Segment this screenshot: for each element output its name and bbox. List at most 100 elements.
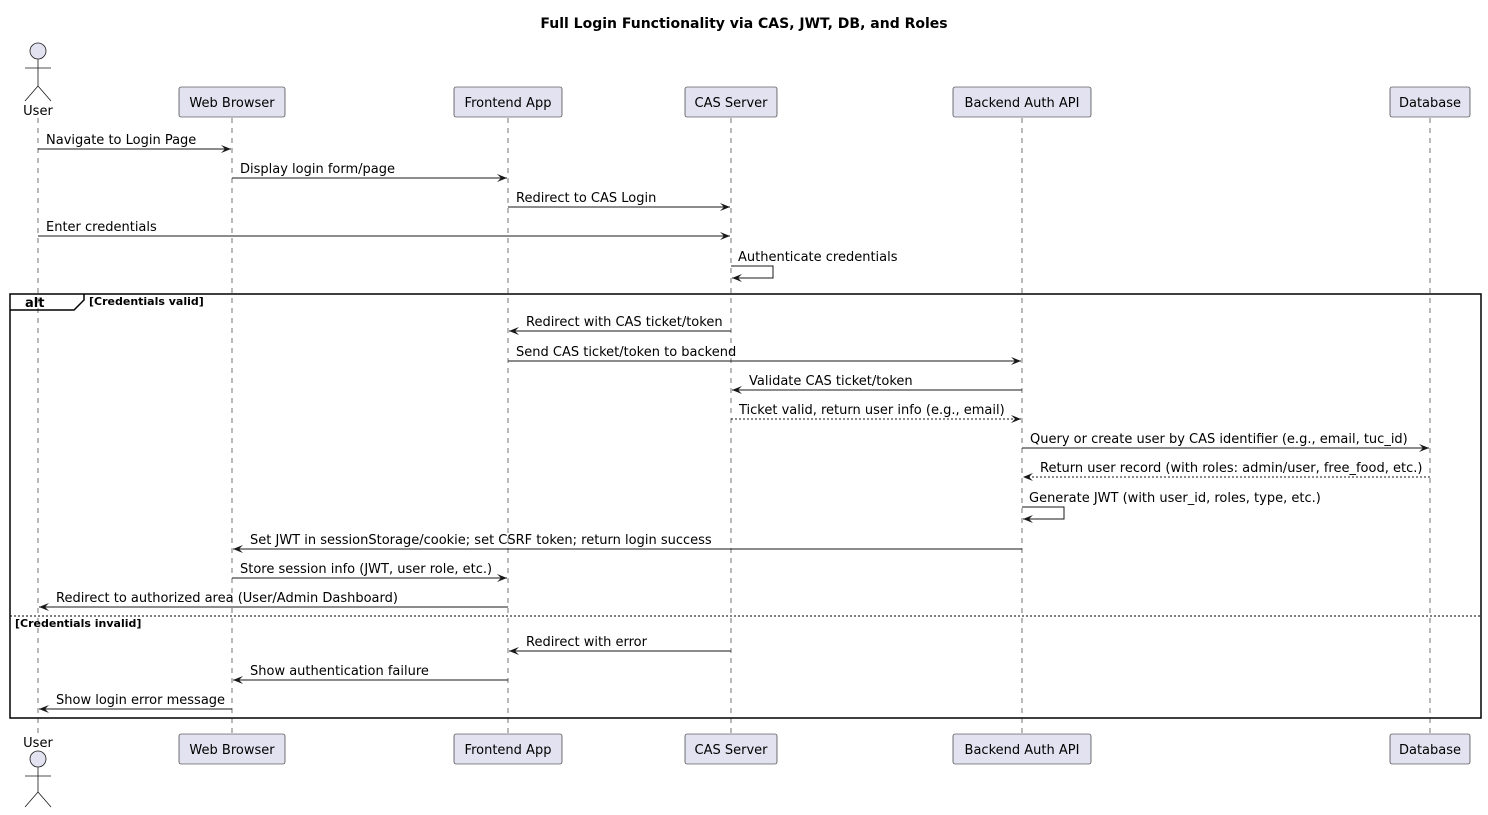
participant-browser-bottom: Web Browser	[178, 733, 286, 765]
self-message-line	[731, 265, 774, 279]
participant-cas-bottom: CAS Server	[684, 733, 778, 765]
message-7: Send CAS ticket/token to backend	[508, 345, 1021, 365]
participant-label-cas: CAS Server	[695, 96, 769, 111]
message-2: Display login form/page	[232, 162, 507, 182]
message-label: Set JWT in sessionStorage/cookie; set CS…	[250, 533, 712, 548]
message-18: Show login error message	[39, 693, 232, 713]
message-label: Generate JWT (with user_id, roles, type,…	[1029, 491, 1321, 506]
alt-tab	[10, 294, 85, 311]
participant-label-browser: Web Browser	[189, 743, 275, 758]
arrowhead-icon	[720, 232, 730, 240]
alt-guard-valid: [Credentials valid]	[89, 295, 204, 308]
alt-keyword: alt	[25, 296, 44, 311]
actor-leg-icon	[24, 85, 39, 102]
message-label: Send CAS ticket/token to backend	[516, 345, 736, 360]
message-label: Navigate to Login Page	[46, 133, 196, 148]
participant-label-db: Database	[1399, 743, 1461, 758]
message-8: Validate CAS ticket/token	[732, 374, 1022, 394]
message-label: Redirect with error	[526, 635, 648, 650]
participant-box	[178, 86, 286, 118]
participant-frontend-top: Frontend App	[453, 86, 563, 118]
self-message-line	[1022, 506, 1065, 520]
participant-label-frontend: Frontend App	[465, 96, 552, 111]
participant-box	[684, 86, 778, 118]
message-label: Validate CAS ticket/token	[749, 374, 913, 389]
participant-box	[1389, 733, 1471, 765]
message-16: Redirect with error	[509, 635, 731, 655]
diagram-title: Full Login Functionality via CAS, JWT, D…	[540, 16, 947, 32]
participant-box	[453, 86, 563, 118]
participant-box	[453, 733, 563, 765]
message-5: Authenticate credentials	[731, 250, 898, 282]
actor-leg-icon	[24, 791, 39, 808]
participant-label-backend: Backend Auth API	[965, 743, 1080, 758]
actor-user-bottom: User	[23, 736, 53, 808]
actor-user-top: User	[23, 42, 53, 119]
participant-box	[178, 733, 286, 765]
arrowhead-icon	[732, 386, 742, 394]
alt-guard-invalid: [Credentials invalid]	[15, 617, 141, 630]
message-15: Redirect to authorized area (User/Admin …	[39, 591, 508, 611]
arrowhead-icon	[732, 274, 742, 282]
participant-frontend-bottom: Frontend App	[453, 733, 563, 765]
arrowhead-icon	[1011, 357, 1021, 365]
message-3: Redirect to CAS Login	[508, 191, 730, 211]
participant-label-cas: CAS Server	[695, 743, 769, 758]
arrowhead-icon	[1419, 444, 1429, 452]
participant-box	[684, 733, 778, 765]
actor-head-icon	[29, 750, 47, 768]
arrowhead-icon	[1023, 473, 1033, 481]
participant-db-bottom: Database	[1389, 733, 1471, 765]
arrowhead-icon	[509, 327, 519, 335]
participant-db-top: Database	[1389, 86, 1471, 118]
message-1: Navigate to Login Page	[38, 133, 231, 153]
message-label: Redirect to CAS Login	[516, 191, 656, 206]
message-label: Store session info (JWT, user role, etc.…	[240, 562, 492, 577]
message-9: Ticket valid, return user info (e.g., em…	[731, 403, 1021, 423]
message-label: Redirect to authorized area (User/Admin …	[56, 591, 398, 606]
message-label: Authenticate credentials	[738, 250, 898, 265]
participant-backend-bottom: Backend Auth API	[952, 733, 1092, 765]
actor-leg-icon	[37, 791, 52, 808]
message-label: Return user record (with roles: admin/us…	[1040, 461, 1422, 476]
arrowhead-icon	[1011, 415, 1021, 423]
arrowhead-icon	[720, 203, 730, 211]
message-10: Query or create user by CAS identifier (…	[1022, 432, 1429, 452]
message-label: Display login form/page	[240, 162, 395, 177]
participant-label-browser: Web Browser	[189, 96, 275, 111]
participant-label-backend: Backend Auth API	[965, 96, 1080, 111]
participant-box	[1389, 86, 1471, 118]
message-13: Set JWT in sessionStorage/cookie; set CS…	[233, 533, 1022, 553]
participant-cas-top: CAS Server	[684, 86, 778, 118]
message-14: Store session info (JWT, user role, etc.…	[232, 562, 507, 582]
arrowhead-icon	[39, 705, 49, 713]
message-label: Show authentication failure	[250, 664, 429, 679]
message-6: Redirect with CAS ticket/token	[509, 315, 731, 335]
message-4: Enter credentials	[38, 220, 730, 240]
participant-box	[952, 86, 1092, 118]
arrowhead-icon	[497, 574, 507, 582]
arrowhead-icon	[221, 145, 231, 153]
message-label: Ticket valid, return user info (e.g., em…	[738, 403, 1005, 418]
participant-backend-top: Backend Auth API	[952, 86, 1092, 118]
arrowhead-icon	[233, 545, 243, 553]
actor-label-user: User	[23, 736, 53, 751]
actor-label-user: User	[23, 104, 53, 119]
participant-box	[952, 733, 1092, 765]
participant-label-db: Database	[1399, 96, 1461, 111]
message-label: Enter credentials	[46, 220, 157, 235]
participant-browser-top: Web Browser	[178, 86, 286, 118]
arrowhead-icon	[39, 603, 49, 611]
message-label: Redirect with CAS ticket/token	[526, 315, 723, 330]
actor-leg-icon	[37, 85, 52, 102]
message-label: Query or create user by CAS identifier (…	[1030, 432, 1408, 447]
message-12: Generate JWT (with user_id, roles, type,…	[1022, 491, 1321, 523]
message-17: Show authentication failure	[233, 664, 508, 684]
message-label: Show login error message	[56, 693, 225, 708]
arrowhead-icon	[509, 647, 519, 655]
arrowhead-icon	[1023, 515, 1033, 523]
actor-head-icon	[29, 42, 47, 60]
participant-label-frontend: Frontend App	[465, 743, 552, 758]
message-11: Return user record (with roles: admin/us…	[1023, 461, 1430, 481]
